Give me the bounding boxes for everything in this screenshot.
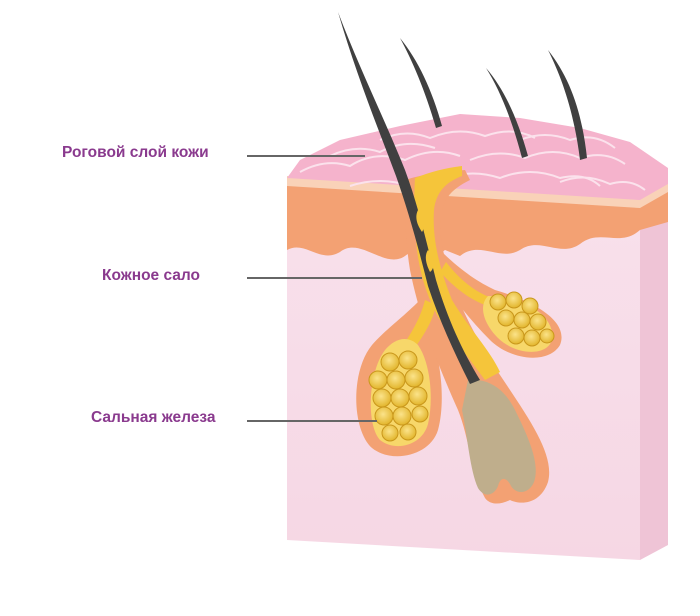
hair-bulb bbox=[462, 379, 536, 495]
hair-strand-2 bbox=[400, 38, 442, 128]
hair-strand-4 bbox=[548, 50, 587, 160]
leader-line-stratum-corneum bbox=[247, 155, 365, 157]
sebum-on-hair bbox=[416, 210, 434, 272]
granular-layer bbox=[287, 176, 668, 208]
gland-cells-left bbox=[368, 350, 429, 442]
label-sebaceous-gland: Сальная железа bbox=[91, 409, 216, 426]
label-sebum: Кожное сало bbox=[102, 267, 201, 284]
hair-shaft-main bbox=[338, 12, 480, 384]
sebum-duct-right bbox=[440, 262, 492, 306]
dermis-side-face bbox=[640, 195, 668, 560]
label-stratum-corneum: Роговой слой кожи bbox=[62, 144, 209, 161]
leader-line-sebum bbox=[247, 277, 422, 279]
gland-cells-right bbox=[489, 291, 555, 347]
hair-strand-3 bbox=[486, 68, 528, 158]
epidermis-layer bbox=[287, 182, 668, 260]
leader-line-sebaceous-gland bbox=[247, 420, 377, 422]
